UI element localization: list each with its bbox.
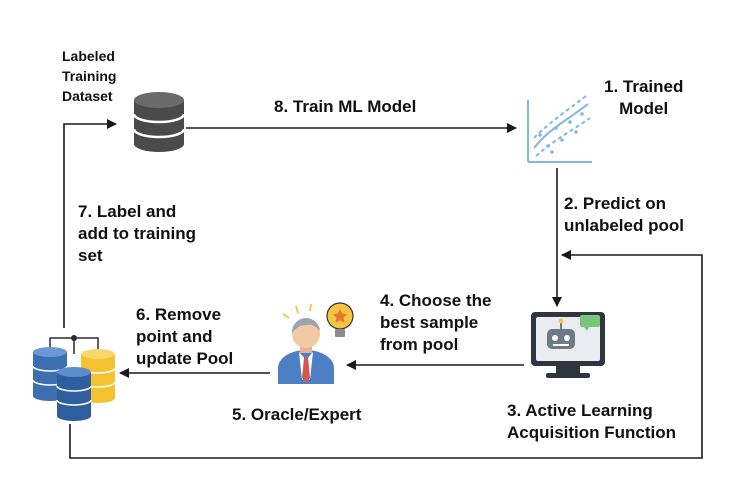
database-icon <box>132 92 186 152</box>
arrow-label-add <box>63 119 117 328</box>
step-6-label: 6. Remove point and update Pool <box>136 305 234 368</box>
arrows <box>63 119 703 459</box>
step-3-label: 3. Active Learning Acquisition Function <box>507 401 677 442</box>
step-4-label: 4. Choose the best sample from pool <box>380 291 492 354</box>
trained-model-chart-icon <box>527 95 592 163</box>
arrow-pool-loop <box>69 250 703 459</box>
ai-robot-monitor-icon <box>531 312 605 378</box>
step-2-label: 2. Predict on unlabeled pool <box>564 194 684 235</box>
unlabeled-pool-databases-icon <box>32 335 116 421</box>
dataset-label: Labeled Training Dataset <box>62 48 117 104</box>
expert-with-lightbulb-icon <box>278 302 354 384</box>
step-8-label: 8. Train ML Model <box>274 97 417 116</box>
step-5-label: 5. Oracle/Expert <box>232 405 362 424</box>
step-1-label: 1. Trained Model <box>604 77 684 118</box>
step-7-label: 7. Label and add to training set <box>78 202 197 265</box>
